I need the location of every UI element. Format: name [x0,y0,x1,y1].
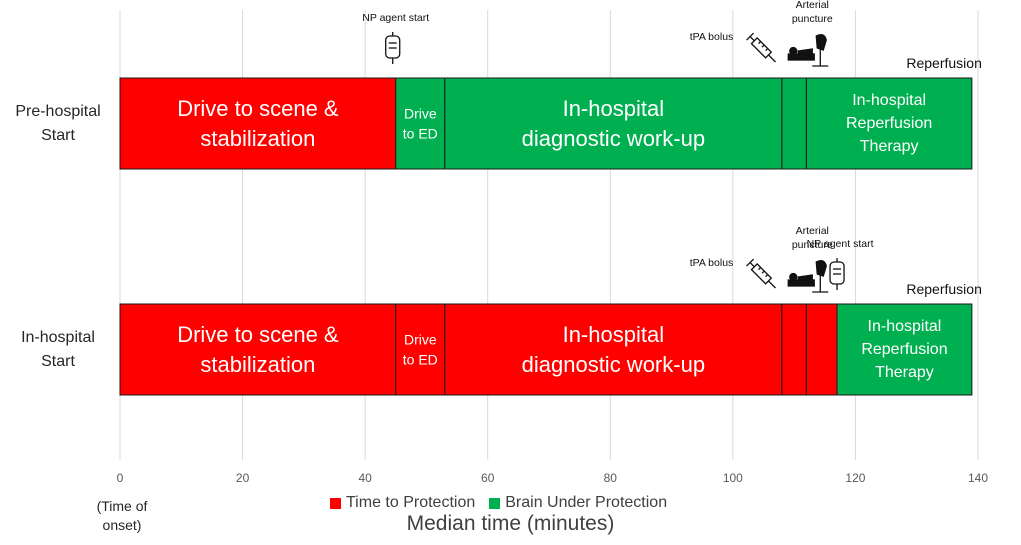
iv-bag-icon [829,258,845,290]
x-tick-label: 120 [845,471,865,485]
legend-swatch-time-to-protection [330,497,341,509]
x-tick-label: 20 [236,471,250,485]
legend-label-brain-under-protection: Brain Under Protection [505,494,668,511]
legend: Time to Protection Brain Under Protectio… [330,494,667,512]
x-tick-label: 140 [968,471,988,485]
timeline-chart: 0 20 40 60 80 100 120 140 Drive to scene &stabil… [15,0,988,485]
x-tick-label: 40 [358,471,372,485]
segment-label: Drive to scene &stabilization [177,322,339,377]
legend-item-brain-under-protection: Brain Under Protection [489,494,667,512]
bar-segment [444,303,783,396]
reperfusion-label: Reperfusion [906,281,982,297]
annotation-label: Arterial [796,225,829,237]
annotation-label: NP agent start [362,12,429,24]
onset-note: (Time of onset) [96,498,148,533]
annotation-label: puncture [792,239,833,251]
bar-segment [119,77,397,170]
x-axis-label: Median time (minutes) [406,512,615,535]
annotation-label: tPA bolus [690,257,734,269]
bar-segment [781,77,807,170]
annotation-label: puncture [792,13,833,25]
syringe-icon [746,32,776,63]
annotation-label: tPA bolus [690,31,734,43]
bar-segment [395,77,446,170]
legend-swatch-brain-under-protection [489,497,501,509]
annotation-label: Arterial [796,0,829,11]
segment-label: Drive to scene &stabilization [177,96,339,151]
x-tick-label: 60 [481,471,495,485]
bar-segment [805,303,838,396]
legend-item-time-to-protection: Time to Protection [330,494,475,512]
bar-segment [781,303,807,396]
bar-segment [805,77,973,170]
bar-segment [119,303,397,396]
patient-imaging-icon [787,260,829,293]
bar-segment [395,303,446,396]
annotation-label: NP agent start [807,238,874,250]
patient-imaging-icon [787,34,829,67]
x-tick-label: 100 [723,471,743,485]
legend-label-time-to-protection: Time to Protection [346,494,476,511]
bar-segment [836,303,973,396]
syringe-icon [746,258,776,289]
x-tick-label: 80 [604,471,618,485]
bar-segment [444,77,783,170]
x-tick-label: 0 [117,471,124,485]
reperfusion-label: Reperfusion [906,55,982,71]
iv-bag-icon [385,32,401,64]
